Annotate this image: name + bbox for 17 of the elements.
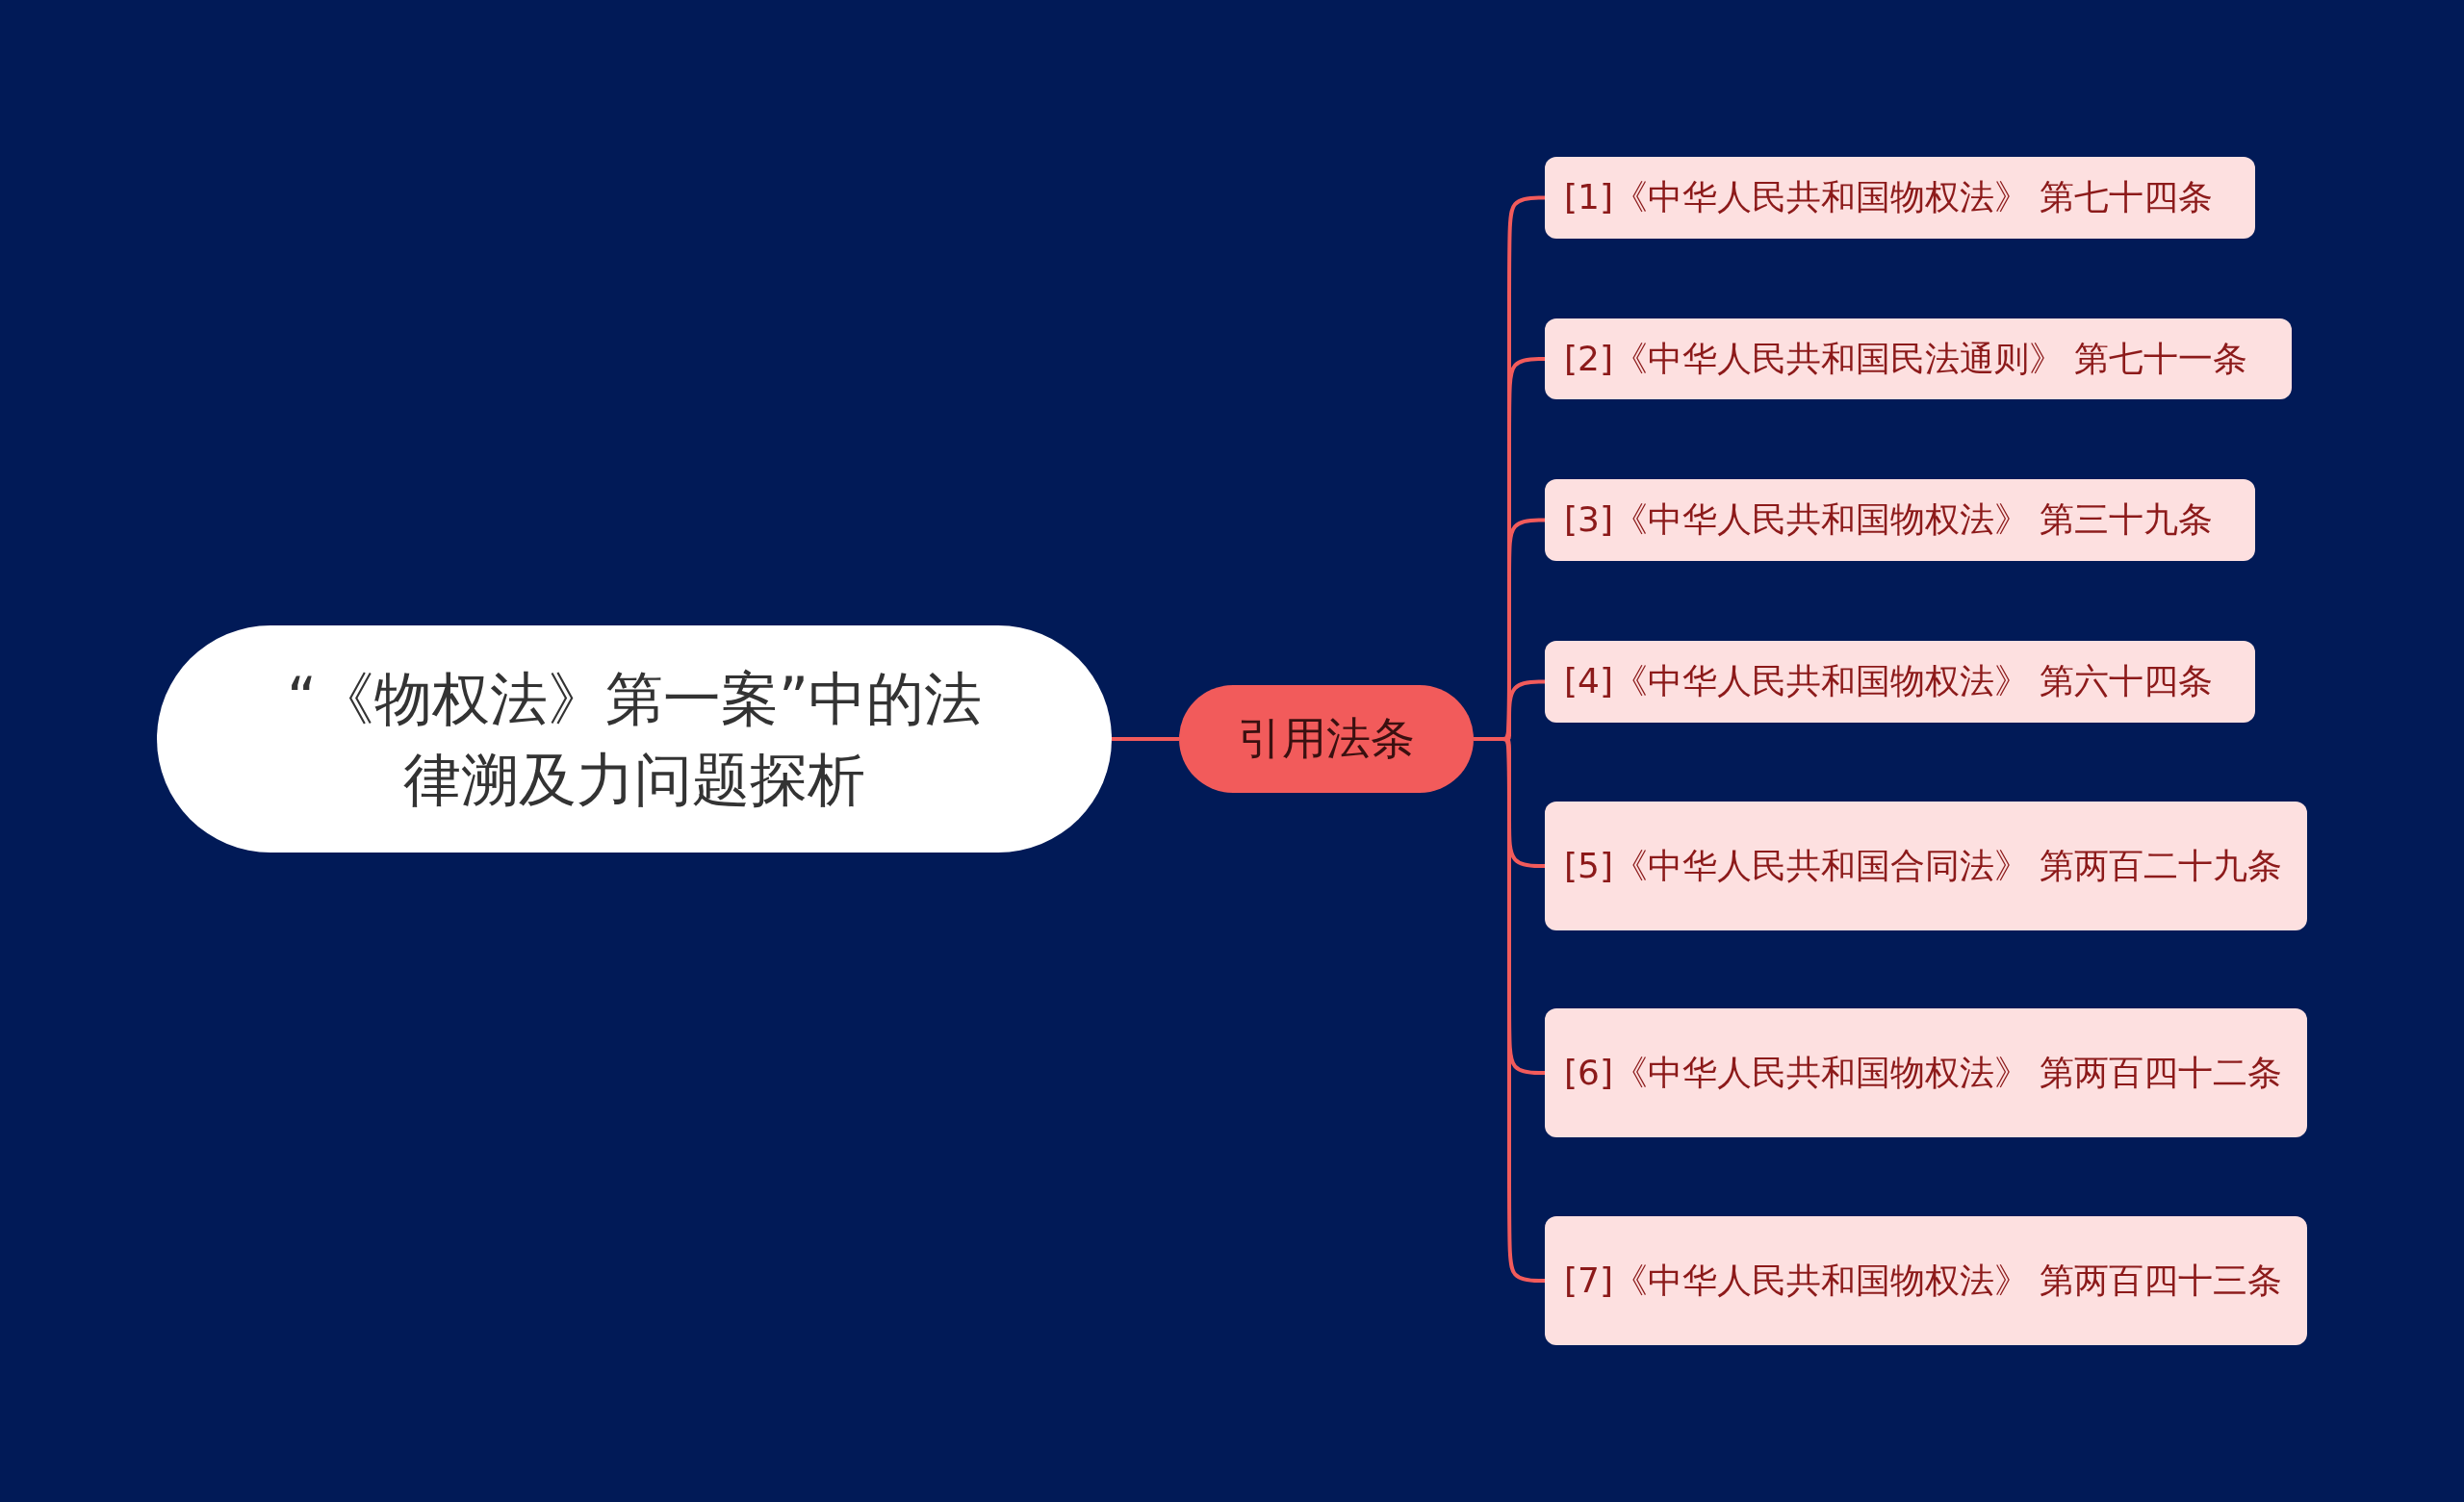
node-text: [4]《中华人民共和国物权法》 第六十四条: [1564, 660, 2214, 703]
node-text: [1]《中华人民共和国物权法》 第七十四条: [1564, 176, 2214, 219]
node-text: [3]《中华人民共和国物权法》 第三十九条: [1564, 498, 2214, 542]
node-text: 引用法条: [1238, 711, 1415, 766]
leaf-node: [1545, 1216, 2307, 1345]
connector-line: [1112, 737, 1179, 741]
leaf-node: [1545, 318, 2292, 399]
node-text: [6]《中华人民共和国物权法》 第两百四十二条: [1564, 1051, 2283, 1094]
node-text: “《物权法》第一案”中的法律溯及力问题探析: [285, 664, 984, 815]
leaf-node: [1545, 1008, 2307, 1137]
leaf-node: [1545, 479, 2255, 561]
leaf-node: [1545, 802, 2307, 930]
node-text: [7]《中华人民共和国物权法》 第两百四十三条: [1564, 1259, 2283, 1302]
node-text: [5]《中华人民共和国合同法》 第两百二十九条: [1564, 844, 2283, 887]
leaf-node: [1545, 157, 2255, 239]
node-text: [2]《中华人民共和国民法通则》 第七十一条: [1564, 337, 2248, 380]
leaf-node: [1545, 641, 2255, 723]
